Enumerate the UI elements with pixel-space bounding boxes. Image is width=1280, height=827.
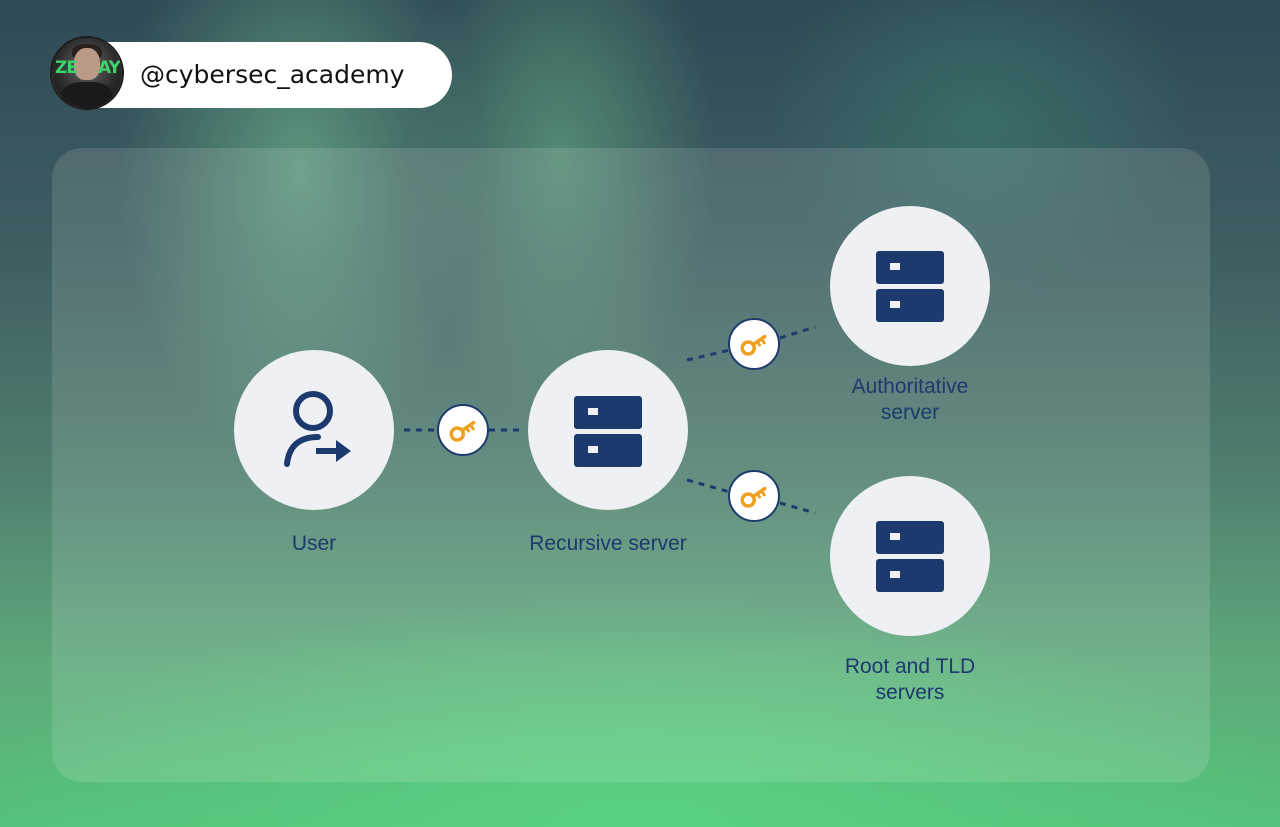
node-user [234,350,394,510]
server-icon [876,521,944,592]
edge-recursive-authoritative [686,325,816,362]
avatar-face [74,48,100,80]
label-recursive-server: Recursive server [529,532,687,555]
label-authoritative-server: Authoritative server [851,375,969,424]
label-root-tld-servers: Root and TLD servers [844,655,976,704]
avatar-body [62,82,112,108]
label-user: User [291,532,337,555]
key-icon [728,470,780,522]
avatar-logo-left: ZE [55,58,78,78]
avatar-logo-right: AY [98,58,121,78]
key-icon [728,318,780,370]
server-icon [876,251,944,322]
key-icon [437,404,489,456]
server-icon [574,396,642,467]
user-arrow-icon [284,391,351,467]
node-recursive-server [528,350,688,510]
edge-recursive-root [686,478,816,515]
node-authoritative-server [830,206,990,366]
avatar: ZE AY [52,38,122,108]
account-handle: @cybersec_academy [140,60,405,89]
node-root-tld-servers [830,476,990,636]
